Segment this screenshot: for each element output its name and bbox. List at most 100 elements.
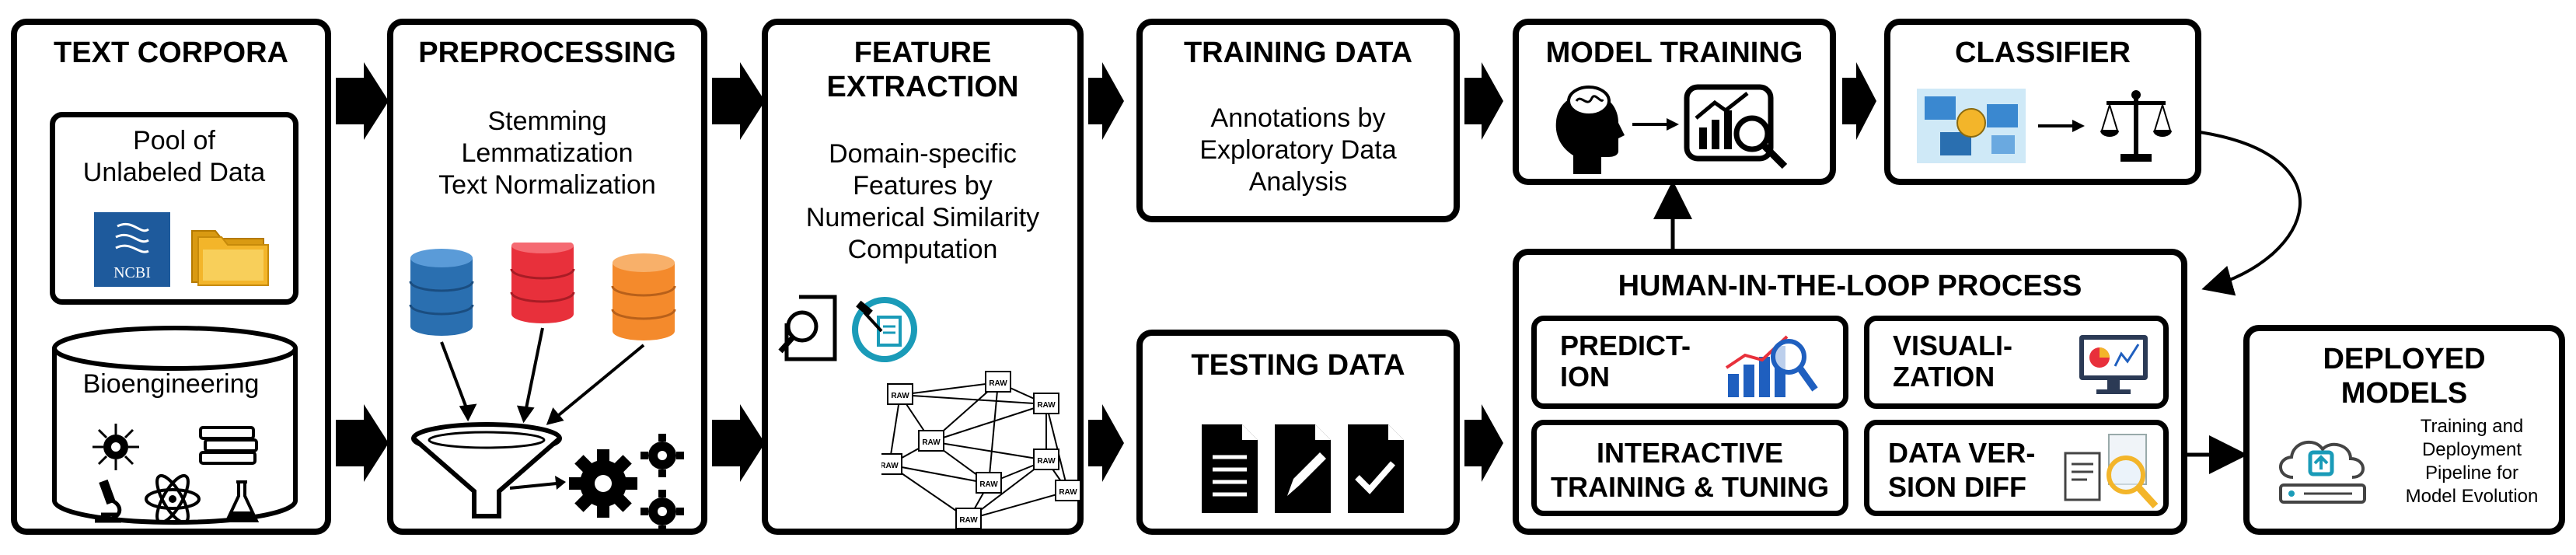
visualization-line-2: ZATION — [1893, 361, 1995, 393]
prediction-box: PREDICT- ION — [1531, 316, 1848, 409]
testing-data-title: TESTING DATA — [1191, 349, 1405, 382]
raw-node-7: RAW — [979, 480, 998, 489]
analytics-search-icon — [1684, 84, 1788, 169]
training-data-title: TRAINING DATA — [1183, 37, 1413, 69]
document-edit-icon — [1275, 424, 1331, 513]
flow-arrow-4-top — [1464, 62, 1503, 140]
model-training-title: MODEL TRAINING — [1545, 37, 1803, 69]
text-corpora-box: TEXT CORPORA Pool of Unlabeled Data NCBI — [11, 19, 331, 535]
orange-database-icon — [611, 253, 676, 340]
flow-arrow-1-top — [336, 62, 389, 140]
atom-icon — [145, 473, 201, 525]
folder-icon — [191, 230, 269, 286]
classifier-box: CLASSIFIER — [1884, 19, 2201, 185]
feature-body-line-3: Numerical Similarity — [805, 203, 1040, 232]
feature-title-line-1: FEATURE — [853, 37, 992, 69]
deployed-body-line-4: Model Evolution — [2405, 486, 2539, 507]
stemming-label: Stemming — [487, 106, 607, 136]
ncbi-label: NCBI — [113, 264, 151, 281]
database-stack-icons — [409, 243, 684, 530]
cloud-upload-server-icon — [2279, 441, 2366, 504]
testing-data-box: TESTING DATA — [1136, 330, 1460, 535]
red-database-icon — [510, 243, 575, 323]
virus-icon — [92, 424, 139, 470]
arrow-to-scale-icon — [2038, 120, 2085, 132]
interactive-training-box: INTERACTIVE TRAINING & TUNING — [1531, 420, 1848, 516]
deployed-title-line-1: DEPLOYED — [2323, 343, 2486, 375]
pool-label-line-2: Unlabeled Data — [82, 158, 266, 187]
visualization-line-1: VISUALI- — [1893, 330, 2013, 361]
balance-scale-icon — [2100, 90, 2172, 162]
human-head-brain-icon — [1555, 86, 1625, 174]
hitl-box: HUMAN-IN-THE-LOOP PROCESS PREDICT- ION V… — [1513, 249, 2187, 535]
interactive-line-1: INTERACTIVE — [1596, 437, 1783, 469]
feature-body-line-4: Computation — [847, 235, 998, 264]
preprocessing-box: PREPROCESSING Stemming Lemmatization Tex… — [387, 19, 707, 535]
classifier-to-hitl-arrow — [2199, 131, 2302, 296]
pool-unlabeled-box: Pool of Unlabeled Data NCBI — [50, 112, 298, 305]
prediction-line-1: PREDICT- — [1560, 330, 1691, 361]
raw-node-4: RAW — [922, 438, 941, 447]
document-check-icon — [1348, 424, 1404, 513]
raw-node-1: RAW — [891, 392, 909, 400]
deployed-models-box: DEPLOYED MODELS Training and Deployment … — [2243, 325, 2565, 535]
gears-icon — [569, 434, 684, 530]
microscope-icon — [95, 479, 122, 523]
visualization-box: VISUALI- ZATION — [1864, 316, 2169, 409]
books-icon — [199, 426, 258, 465]
document-lines-icon — [1202, 424, 1258, 513]
raw-node-6: RAW — [1037, 457, 1056, 466]
dataversion-line-1: DATA VER- — [1888, 437, 2036, 469]
feature-body-line-1: Domain-specific — [829, 139, 1017, 169]
blue-database-icon — [409, 249, 474, 336]
interactive-line-2: TRAINING & TUNING — [1551, 471, 1829, 503]
sorting-image-icon — [1917, 89, 2026, 163]
training-data-box: TRAINING DATA Annotations by Exploratory… — [1136, 19, 1460, 222]
pool-label-line-1: Pool of — [133, 126, 215, 155]
flow-arrow-2-bottom — [712, 404, 765, 482]
text-corpora-title: TEXT CORPORA — [54, 37, 288, 69]
prediction-chart-icon — [1725, 335, 1818, 397]
flow-arrow-3-bottom — [1088, 404, 1124, 482]
preprocessing-title: PREPROCESSING — [418, 37, 676, 69]
raw-network-graph: RAW RAW RAW RAW RAW RAW RAW RAW RAW — [881, 371, 1081, 529]
feature-title-line-2: EXTRACTION — [826, 71, 1019, 103]
monitor-chart-icon — [2079, 335, 2148, 394]
raw-node-2: RAW — [989, 379, 1007, 388]
deployed-body-line-2: Deployment — [2421, 439, 2522, 460]
flow-arrow-5-top — [1842, 62, 1876, 140]
raw-node-3: RAW — [1037, 401, 1056, 410]
document-search-icon — [778, 295, 837, 361]
flow-arrow-3-top — [1088, 62, 1124, 140]
dataversion-line-2: SION DIFF — [1888, 471, 2026, 503]
training-body-line-2: Exploratory Data — [1199, 135, 1397, 165]
training-body-line-3: Analysis — [1248, 167, 1348, 197]
text-normalization-label: Text Normalization — [438, 170, 656, 200]
training-body-line-1: Annotations by — [1210, 103, 1386, 133]
lemmatization-label: Lemmatization — [461, 138, 634, 168]
document-compare-icon — [2064, 434, 2159, 509]
ncbi-logo: NCBI — [94, 212, 170, 287]
feature-body-line-2: Features by — [853, 171, 993, 201]
deployed-body-line-3: Pipeline for — [2424, 462, 2519, 483]
prediction-line-2: ION — [1560, 361, 1611, 393]
deployed-body-line-1: Training and — [2420, 416, 2524, 437]
flow-arrow-1-bottom — [336, 404, 389, 482]
data-version-diff-box: DATA VER- SION DIFF — [1864, 420, 2169, 516]
raw-node-8: RAW — [1059, 488, 1077, 497]
raw-node-5: RAW — [881, 462, 899, 470]
raw-nodes: RAW RAW RAW RAW RAW RAW RAW RAW RAW — [881, 371, 1081, 529]
bioengineering-cylinder — [52, 326, 298, 525]
hitl-title: HUMAN-IN-THE-LOOP PROCESS — [1618, 270, 2082, 302]
funnel-icon — [411, 422, 562, 518]
small-arrow-icon — [1632, 118, 1679, 131]
bioengineering-label: Bioengineering — [82, 369, 260, 399]
deployed-title-line-2: MODELS — [2340, 377, 2468, 410]
data-cleaning-icon — [852, 297, 917, 362]
model-training-box: MODEL TRAINING — [1513, 19, 1836, 185]
feature-extraction-box: FEATURE EXTRACTION Domain-specific Featu… — [762, 19, 1084, 535]
flask-icon — [224, 480, 260, 522]
document-icons — [1202, 424, 1404, 513]
